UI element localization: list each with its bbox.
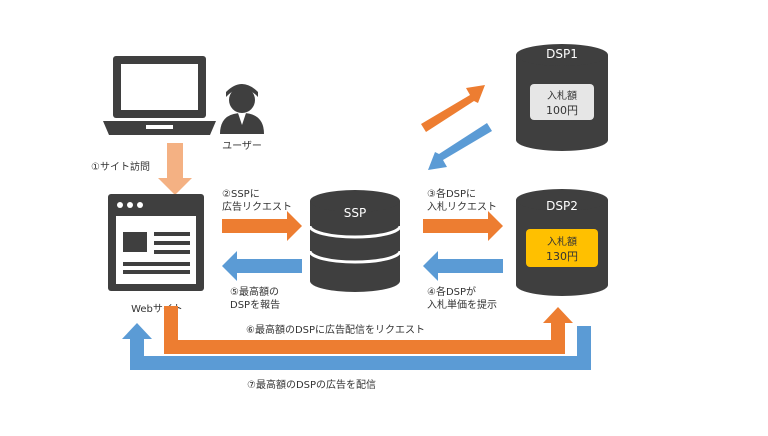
user-icon bbox=[220, 84, 264, 134]
step6-arrow bbox=[164, 306, 573, 354]
step5-label-line2: DSPを報告 bbox=[230, 300, 281, 311]
step5-arrow bbox=[222, 251, 302, 281]
laptop-icon bbox=[103, 56, 216, 135]
dsp1-label: DSP1 bbox=[546, 47, 578, 61]
dsp1-bid-label: 入札額 bbox=[547, 89, 577, 102]
step4-arrow-dsp1 bbox=[428, 123, 492, 170]
step2-label-line1: ②SSPに bbox=[222, 189, 260, 200]
step7-label: ⑦最高額のDSPの広告を配信 bbox=[247, 380, 377, 391]
browser-window-icon bbox=[108, 194, 204, 291]
ssp-label: SSP bbox=[344, 206, 366, 220]
step3-arrow-dsp2 bbox=[423, 211, 503, 241]
dsp2-bid-label: 入札額 bbox=[547, 235, 577, 248]
dsp2-database-icon bbox=[516, 189, 608, 296]
step1-arrow bbox=[158, 143, 192, 195]
step4-label-line1: ④各DSPが bbox=[427, 287, 477, 298]
step4-arrow-dsp2 bbox=[423, 251, 503, 281]
step3-label-line2: 入札リクエスト bbox=[427, 202, 497, 213]
step1-label: ①サイト訪問 bbox=[91, 162, 150, 173]
dsp1-bid-value: 100円 bbox=[546, 104, 578, 117]
dsp2-bid-box bbox=[526, 229, 598, 267]
dsp2-bid-value: 130円 bbox=[546, 250, 578, 263]
step3-arrow-dsp1 bbox=[421, 85, 485, 132]
user-label: ユーザー bbox=[222, 140, 262, 152]
step2-arrow bbox=[222, 211, 302, 241]
dsp1-database-icon bbox=[516, 44, 608, 151]
step4-label-line2: 入札単価を提示 bbox=[427, 300, 497, 311]
step3-label-line1: ③各DSPに bbox=[427, 189, 477, 200]
database-icon bbox=[308, 190, 402, 292]
step5-label-line1: ⑤最高額の bbox=[230, 287, 279, 298]
dsp1-bid-box bbox=[530, 84, 594, 120]
step2-label-line2: 広告リクエスト bbox=[222, 202, 292, 213]
dsp2-label: DSP2 bbox=[546, 199, 578, 213]
step7-arrow bbox=[122, 323, 591, 370]
step6-label: ⑥最高額のDSPに広告配信をリクエスト bbox=[246, 325, 426, 336]
